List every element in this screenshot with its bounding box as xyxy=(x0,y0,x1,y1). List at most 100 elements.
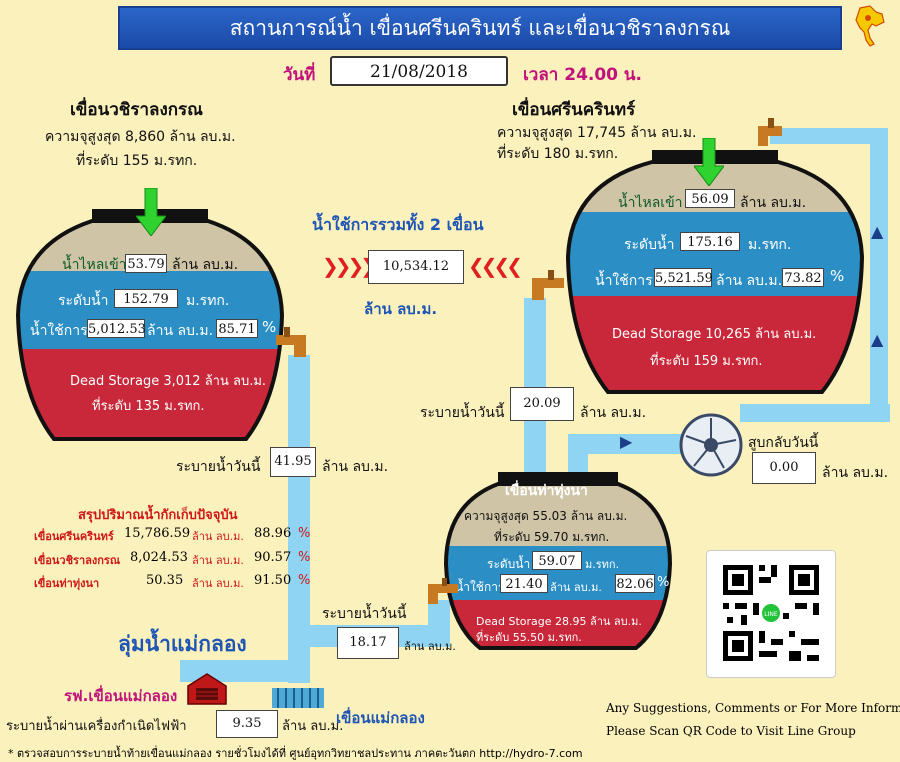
srinagarind-usable-unit: ล้าน ลบ.ม. xyxy=(716,273,783,289)
srinagarind-dead-level: ที่ระดับ 159 ม.รทก. xyxy=(650,354,763,369)
vajira-capacity: ความจุสูงสุด 8,860 ล้าน ลบ.ม. xyxy=(45,129,236,145)
faucet-icon xyxy=(752,118,782,152)
summary-row-sign: % xyxy=(298,526,311,541)
flow-arrow-icon: ▲ xyxy=(871,330,884,349)
thathungna-usable-label: น้ำใช้การ xyxy=(455,580,505,594)
summary-row-sign: % xyxy=(298,573,311,588)
turbine-unit: ล้าน ลบ.ม. xyxy=(282,719,344,734)
pipe-return-vertical xyxy=(870,128,888,422)
turbine-value: 9.35 xyxy=(216,710,278,738)
vajira-usable-pct: 85.71 xyxy=(216,319,258,338)
time-label: เวลา 24.00 น. xyxy=(523,65,643,85)
thathungna-usable-value: 21.40 xyxy=(500,574,548,593)
srinagarind-max-level: ที่ระดับ 180 ม.รทก. xyxy=(497,146,619,162)
pump-icon xyxy=(676,410,746,484)
powerhouse-icon xyxy=(186,672,228,710)
thathungna-capacity: ความจุสูงสุด 55.03 ล้าน ลบ.ม. xyxy=(464,509,628,523)
vajira-usable-unit: ล้าน ลบ.ม. xyxy=(147,323,214,339)
thathungna-level-label: ระดับน้ำ xyxy=(487,557,531,571)
vajira-max-level: ที่ระดับ 155 ม.รทก. xyxy=(76,153,198,169)
srinagarind-usable-pct: 73.82 xyxy=(782,268,824,287)
basin-name: ลุ่มน้ำแม่กลอง xyxy=(118,632,247,656)
summary-row-pct: 91.50 xyxy=(254,573,292,588)
pipe-return-horizontal xyxy=(740,404,890,422)
summary-row-unit: ล้าน ลบ.ม. xyxy=(192,577,244,590)
summary-row-unit: ล้าน ลบ.ม. xyxy=(192,530,244,543)
srinagarind-usable-label: น้ำใช้การ xyxy=(595,273,653,289)
srinagarind-inflow-unit: ล้าน ลบ.ม. xyxy=(740,195,807,211)
summary-row-name: เขื่อนศรีนครินทร์ xyxy=(34,530,114,543)
srinagarind-inflow-label: น้ำไหลเข้า xyxy=(618,195,683,211)
summary-row-value: 8,024.53 xyxy=(130,550,188,565)
vajira-release-unit: ล้าน ลบ.ม. xyxy=(322,459,389,475)
thathungna-name: เขื่อนท่าทุ่งนา xyxy=(505,483,588,499)
qr-code[interactable]: LINE xyxy=(706,550,836,678)
vajira-usable-label: น้ำใช้การ xyxy=(30,323,88,339)
svg-text:LINE: LINE xyxy=(764,611,778,618)
thathungna-level-unit: ม.รทก. xyxy=(585,558,620,571)
summary-title: สรุปปริมาณน้ำกักเก็บปัจจุบัน xyxy=(78,508,238,523)
summary-row-pct: 88.96 xyxy=(254,526,292,541)
thathungna-usable-unit: ล้าน ลบ.ม. xyxy=(550,581,602,594)
vajira-inflow-value: 53.79 xyxy=(125,254,167,273)
faucet-icon xyxy=(524,270,564,306)
pipe-vajira-release xyxy=(288,355,310,683)
summary-row-value: 50.35 xyxy=(146,573,184,588)
vajira-name: เขื่อนวชิราลงกรณ xyxy=(70,100,203,120)
thathungna-release-value: 18.17 xyxy=(337,627,399,659)
pipe-thathung-tap-flow xyxy=(428,600,450,645)
faucet-icon xyxy=(424,578,460,610)
pipe-basin-horizontal xyxy=(180,660,310,682)
srinagarind-name: เขื่อนศรีนครินทร์ xyxy=(512,100,636,120)
srinagarind-capacity: ความจุสูงสุด 17,745 ล้าน ลบ.ม. xyxy=(497,125,697,141)
srinagarind-usable-value: 5,521.59 xyxy=(654,268,713,287)
flow-arrow-icon: ▲ xyxy=(871,222,884,241)
vajira-inflow-label: น้ำไหลเข้า xyxy=(62,257,127,273)
pumpback-label: สูบกลับวันนี้ xyxy=(748,435,819,451)
suggest-line1: Any Suggestions, Comments or For More In… xyxy=(606,701,900,715)
summary-row-name: เขื่อนวชิราลงกรณ xyxy=(34,554,121,567)
thathungna-usable-pct: 82.06 xyxy=(615,574,655,593)
double-chevron-left-icon: ❮❮❮❮ xyxy=(468,254,523,278)
total-unit: ล้าน ลบ.ม. xyxy=(364,300,438,318)
thathungna-level-value: 59.07 xyxy=(532,551,582,570)
inflow-arrow-icon xyxy=(693,137,725,190)
thathungna-release-unit: ล้าน ลบ.ม. xyxy=(404,640,456,653)
srinagarind-inflow-value: 56.09 xyxy=(685,189,735,208)
vajira-usable-value: 5,012.53 xyxy=(87,319,146,338)
srinagarind-dead-storage: Dead Storage 10,265 ล้าน ลบ.ม. xyxy=(612,327,817,342)
vajira-level-label: ระดับน้ำ xyxy=(58,293,109,309)
suggest-line2: Please Scan QR Code to Visit Line Group xyxy=(606,724,856,738)
srinagarind-release-unit: ล้าน ลบ.ม. xyxy=(580,405,647,421)
powerhouse-name: รฟ.เขื่อนแม่กลอง xyxy=(64,687,178,705)
thathungna-release-label: ระบายน้ำวันนี้ xyxy=(322,606,407,622)
summary-row-unit: ล้าน ลบ.ม. xyxy=(192,554,244,567)
date-value: 21/08/2018 xyxy=(330,56,508,86)
total-value: 10,534.12 xyxy=(368,250,464,284)
flow-arrow-icon: ▶ xyxy=(620,432,633,451)
date-label: วันที่ xyxy=(283,65,316,85)
vajira-level-unit: ม.รทก. xyxy=(186,293,230,309)
summary-row-pct: 90.57 xyxy=(254,550,292,565)
pumpback-unit: ล้าน ลบ.ม. xyxy=(822,465,889,481)
vajira-release-value: 41.95 xyxy=(270,447,316,477)
srinagarind-release-label: ระบายน้ำวันนี้ xyxy=(420,405,505,421)
maeklong-dam-name: เขื่อนแม่กลอง xyxy=(336,709,425,727)
summary-row-sign: % xyxy=(298,550,311,565)
thathungna-dead-level: ที่ระดับ 55.50 ม.รทก. xyxy=(476,631,582,644)
srinagarind-release-value: 20.09 xyxy=(510,387,574,421)
srinagarind-pct-sign: % xyxy=(830,267,845,285)
srinagarind-level-label: ระดับน้ำ xyxy=(624,237,675,253)
srinagarind-level-value: 175.16 xyxy=(680,232,740,251)
pumpback-value: 0.00 xyxy=(752,452,816,484)
inflow-arrow-icon xyxy=(135,187,167,240)
page-title: สถานการณ์น้ำ เขื่อนศรีนครินทร์ และเขื่อน… xyxy=(118,6,842,50)
thailand-map-logo xyxy=(846,4,890,50)
thathungna-max-level: ที่ระดับ 59.70 ม.รทก. xyxy=(494,530,610,544)
turbine-label: ระบายน้ำผ่านเครื่องกำเนิดไฟฟ้า xyxy=(6,719,187,734)
srinagarind-level-unit: ม.รทก. xyxy=(748,237,792,253)
pipe-return-top xyxy=(770,128,888,144)
faucet-icon xyxy=(276,327,312,363)
vajira-dead-storage: Dead Storage 3,012 ล้าน ลบ.ม. xyxy=(70,374,267,389)
double-chevron-right-icon: ❯❯❯❯ xyxy=(322,254,377,278)
